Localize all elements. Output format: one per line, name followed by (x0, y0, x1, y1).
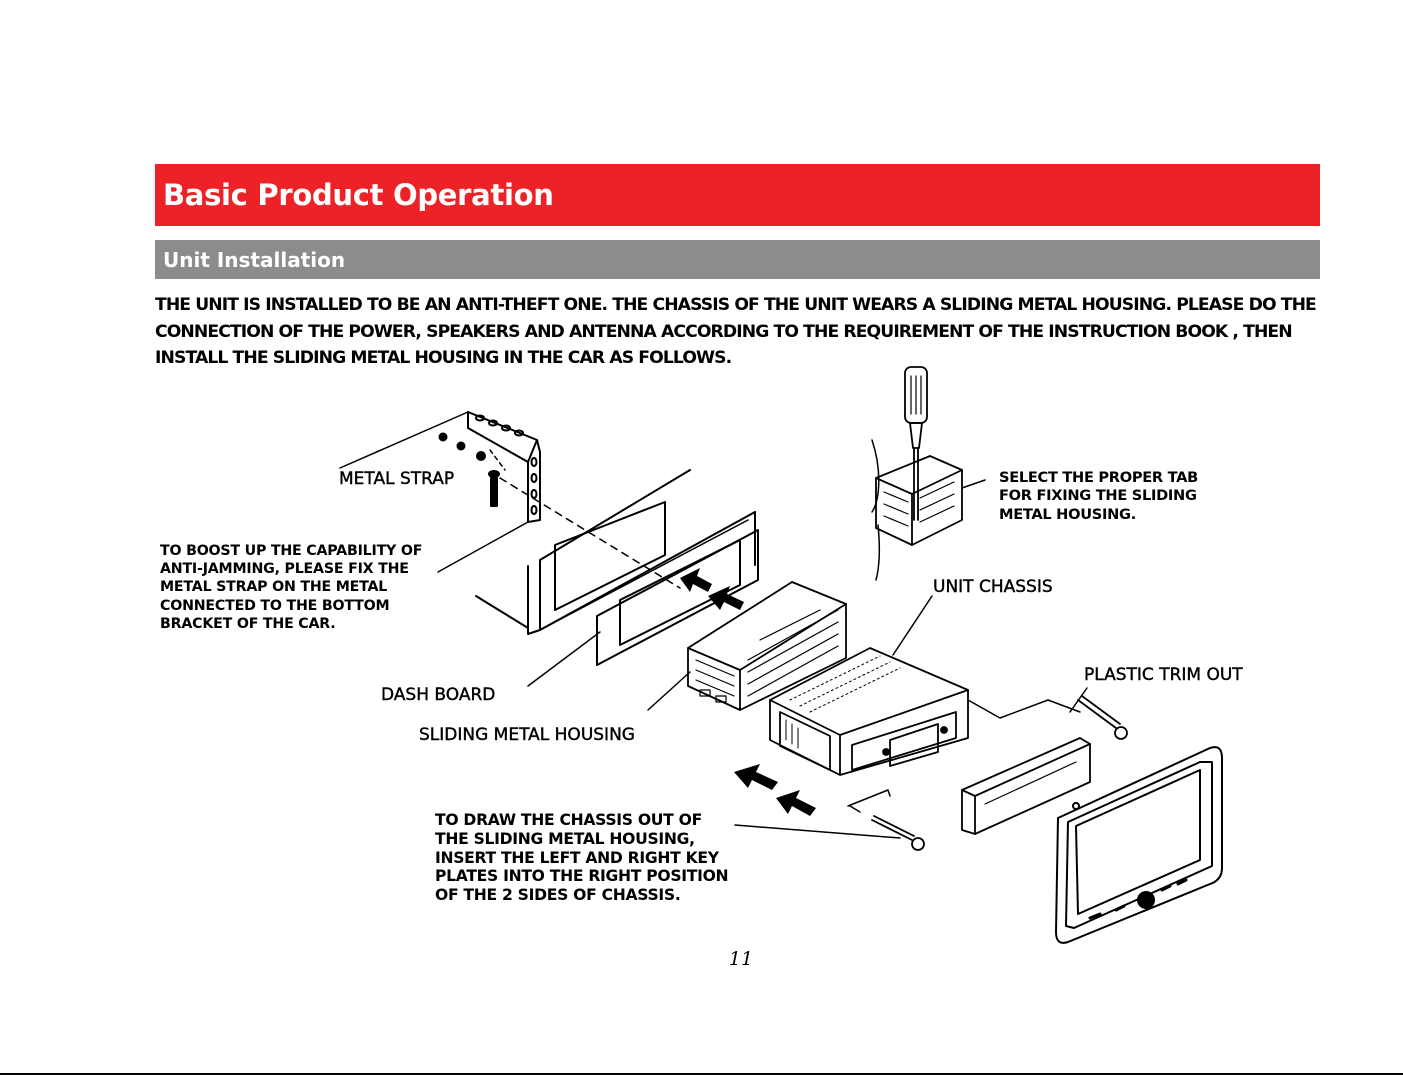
note-line: ANTI-JAMMING, PLEASE FIX THE (160, 561, 409, 578)
subsection-title: Unit Installation (163, 247, 346, 272)
sliding-housing-illustration (687, 581, 847, 711)
plastic-trim-illustration (961, 695, 1128, 835)
sliding-metal-housing-label: SLIDING METAL HOUSING (419, 725, 635, 745)
anti-jamming-note: TO BOOST UP THE CAPABILITY OF ANTI-JAMMI… (160, 542, 422, 633)
intro-paragraph: THE UNIT IS INSTALLED TO BE AN ANTI-THEF… (155, 292, 1325, 372)
note-line: SELECT THE PROPER TAB (999, 469, 1198, 486)
note-line: CONNECTED TO THE BOTTOM (160, 597, 390, 614)
note-line: BRACKET OF THE CAR. (160, 615, 336, 632)
dash-board-label: DASH BOARD (381, 685, 496, 705)
section-header-bar: Basic Product Operation (155, 164, 1320, 226)
select-tab-note: SELECT THE PROPER TAB FOR FIXING THE SLI… (999, 469, 1198, 524)
metal-strap-illustration (438, 411, 681, 589)
note-line: METAL STRAP ON THE METAL (160, 579, 388, 596)
note-line: TO DRAW THE CHASSIS OUT OF (435, 811, 702, 829)
metal-strap-label: METAL STRAP (339, 469, 455, 489)
page-number: 11 (728, 948, 754, 970)
intro-line: CONNECTION OF THE POWER, SPEAKERS AND AN… (155, 321, 1293, 342)
note-line: METAL HOUSING. (999, 505, 1136, 523)
note-line: TO BOOST UP THE CAPABILITY OF (160, 543, 423, 559)
key-tool-illustration (847, 789, 925, 851)
dash-trim-frame (596, 529, 759, 666)
subsection-header-bar: Unit Installation (155, 240, 1320, 279)
unit-chassis-illustration (769, 647, 969, 776)
intro-line: INSTALL THE SLIDING METAL HOUSING IN THE… (155, 348, 732, 368)
dash-board-illustration (475, 469, 756, 635)
bottom-rule (0, 1073, 1403, 1075)
insertion-arrows (680, 568, 816, 816)
draw-chassis-note: TO DRAW THE CHASSIS OUT OF THE SLIDING M… (435, 811, 729, 905)
note-line: FOR FIXING THE SLIDING (999, 487, 1197, 505)
note-line: THE SLIDING METAL HOUSING, (435, 829, 695, 848)
note-line: INSERT THE LEFT AND RIGHT KEY (435, 848, 719, 867)
front-panel-illustration (1055, 746, 1223, 944)
section-title: Basic Product Operation (163, 178, 554, 212)
note-line: OF THE 2 SIDES OF CHASSIS. (435, 886, 681, 905)
intro-line: THE UNIT IS INSTALLED TO BE AN ANTI-THEF… (155, 295, 1317, 315)
unit-chassis-label: UNIT CHASSIS (933, 577, 1053, 597)
note-line: PLATES INTO THE RIGHT POSITION (435, 867, 729, 886)
screwdriver-detail-illustration (871, 366, 986, 581)
plastic-trim-out-label: PLASTIC TRIM OUT (1084, 665, 1243, 685)
